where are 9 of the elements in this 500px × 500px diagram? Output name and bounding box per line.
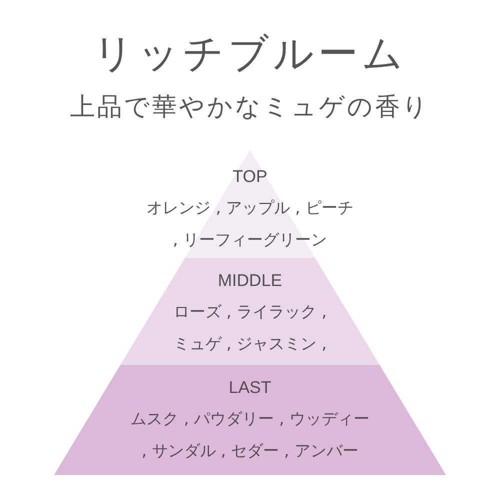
tier-heading: LAST <box>228 377 272 399</box>
tier-heading: MIDDLE <box>218 270 282 292</box>
subtitle: 上品で華やかなミュゲの香り <box>70 91 430 123</box>
pyramid-tier <box>54 365 446 475</box>
title: リッチブルーム <box>93 30 407 79</box>
tier-heading: TOP <box>232 166 268 188</box>
note-list: ムスク , パウダリー , ウッディー , サンダル , セダー , アンバー <box>80 403 420 467</box>
note-list: オレンジ , アップル , ピーチ , リーフィーグリーン <box>120 192 380 256</box>
note-list: ローズ , ライラック , ミュゲ , ジャスミン , <box>130 296 370 360</box>
